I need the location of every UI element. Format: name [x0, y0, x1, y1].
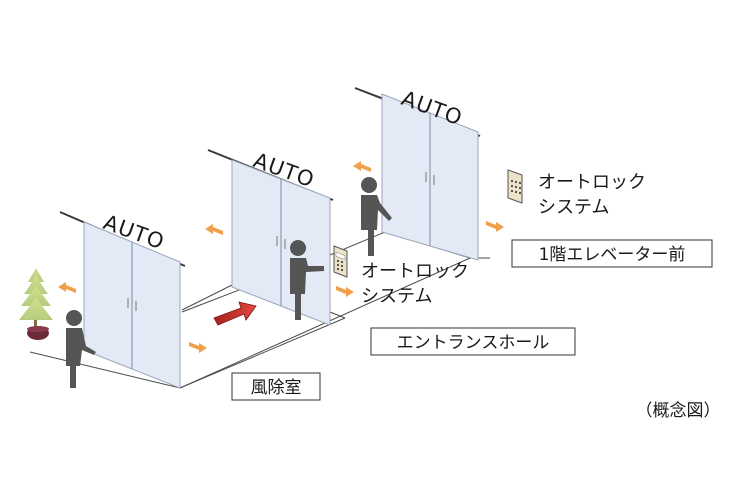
tree-icon	[19, 268, 53, 340]
autolock-label-entrance-line1: オートロック	[361, 261, 469, 282]
person-icon	[290, 240, 324, 320]
auto-door-elevator: AUTO	[354, 86, 481, 261]
svg-text:1階エレベーター前: 1階エレベーター前	[539, 245, 686, 265]
concept-note: （概念図）	[636, 400, 721, 421]
person-icon	[361, 177, 392, 256]
svg-text:風除室: 風除室	[251, 378, 302, 398]
autolock-panel-icon	[507, 169, 523, 204]
autolock-panel-icon	[333, 245, 348, 278]
area-label-windbreak: 風除室	[231, 372, 321, 401]
auto-door-entrance: AUTO	[207, 148, 334, 326]
area-label-elevator-front: 1階エレベーター前	[511, 239, 713, 268]
autolock-label-elevator-line2: システム	[538, 197, 609, 218]
svg-text:エントランスホール: エントランスホール	[397, 333, 550, 353]
person-icon	[66, 310, 96, 388]
autolock-label-entrance-line2: システム	[361, 286, 432, 307]
direction-arrow-icon	[58, 161, 504, 353]
auto-door-windbreak: AUTO	[59, 210, 186, 389]
autolock-label-elevator-line1: オートロック	[538, 172, 646, 193]
entry-direction-arrow-icon	[213, 301, 257, 326]
area-label-entrance-hall: エントランスホール	[370, 327, 576, 356]
